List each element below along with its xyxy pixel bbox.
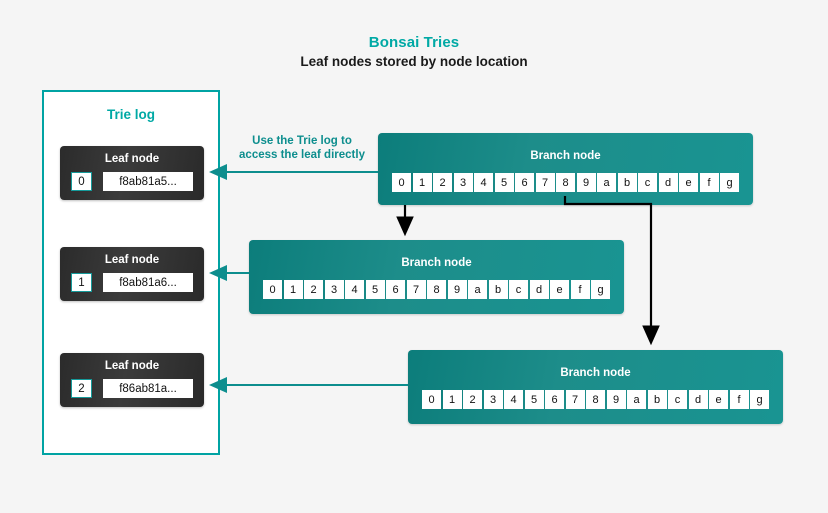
branch-cell[interactable]: 2 <box>433 173 452 192</box>
branch-cell[interactable]: 2 <box>304 280 323 299</box>
branch-cell[interactable]: f <box>699 173 719 192</box>
branch-cell[interactable]: 9 <box>606 390 626 409</box>
branch-cell[interactable]: 7 <box>406 280 426 299</box>
annotation-text: Use the Trie log to access the leaf dire… <box>226 134 378 162</box>
branch-cell[interactable]: 5 <box>524 390 544 409</box>
leaf-node-hash: f8ab81a6... <box>103 273 193 292</box>
leaf-node-index: 2 <box>71 379 92 398</box>
annotation-line-1: Use the Trie log to <box>252 135 352 147</box>
branch-cell[interactable]: a <box>627 390 646 409</box>
branch-node-label: Branch node <box>560 367 631 379</box>
branch-cell[interactable]: g <box>750 390 769 409</box>
branch-cell[interactable]: 4 <box>504 390 523 409</box>
trie-log-title: Trie log <box>106 107 155 122</box>
branch-cell[interactable]: 1 <box>442 390 462 409</box>
branch-cell[interactable]: 1 <box>283 280 303 299</box>
branch-cell[interactable]: 6 <box>515 173 534 192</box>
leaf-node-label: Leaf node <box>104 153 160 165</box>
branch-cell[interactable]: 0 <box>263 280 282 299</box>
branch-cell[interactable]: 7 <box>535 173 555 192</box>
page-subtitle: Leaf nodes stored by node location <box>300 54 528 69</box>
branch-cell[interactable]: c <box>638 173 657 192</box>
leaf-node-label: Leaf node <box>104 254 160 266</box>
leaf-node-label: Leaf node <box>104 360 160 372</box>
leaf-node-1[interactable]: Leaf node 1 f8ab81a6... <box>60 247 204 301</box>
leaf-node-index: 1 <box>71 273 92 292</box>
branch-cell[interactable]: 6 <box>386 280 405 299</box>
branch-cell[interactable]: e <box>679 173 698 192</box>
branch-cell[interactable]: 9 <box>447 280 467 299</box>
leaf-node-hash: f8ab81a5... <box>103 172 193 191</box>
branch-cell[interactable]: d <box>658 173 678 192</box>
branch-cell[interactable]: 0 <box>392 173 411 192</box>
branch-cell[interactable]: c <box>509 280 528 299</box>
branch-cell[interactable]: g <box>591 280 610 299</box>
leaf-node-2[interactable]: Leaf node 2 f86ab81a... <box>60 353 204 407</box>
branch-cell[interactable]: 7 <box>565 390 585 409</box>
branch-cell[interactable]: 5 <box>365 280 385 299</box>
branch-cell[interactable]: 8 <box>556 173 575 192</box>
branch-cell[interactable]: 5 <box>494 173 514 192</box>
branch-cell[interactable]: d <box>529 280 549 299</box>
branch-cell[interactable]: c <box>668 390 687 409</box>
branch-cell[interactable]: 1 <box>412 173 432 192</box>
page-title: Bonsai Tries <box>368 34 460 51</box>
branch-cell[interactable]: d <box>688 390 708 409</box>
branch-cell[interactable]: a <box>468 280 487 299</box>
branch-cell[interactable]: e <box>709 390 728 409</box>
branch-cell[interactable]: f <box>729 390 749 409</box>
branch-cell[interactable]: 6 <box>545 390 564 409</box>
branch-cell[interactable]: b <box>647 390 667 409</box>
branch-cell[interactable]: f <box>570 280 590 299</box>
branch-cell[interactable]: 0 <box>422 390 441 409</box>
branch-cell[interactable]: 4 <box>474 173 493 192</box>
branch-cell[interactable]: b <box>617 173 637 192</box>
branch-cell[interactable]: b <box>488 280 508 299</box>
branch-cell[interactable]: a <box>597 173 616 192</box>
leaf-node-0[interactable]: Leaf node 0 f8ab81a5... <box>60 146 204 200</box>
branch-cell[interactable]: g <box>720 173 739 192</box>
branch-cell[interactable]: 8 <box>427 280 446 299</box>
branch-node-label: Branch node <box>530 150 601 162</box>
branch-node-label: Branch node <box>401 257 472 269</box>
annotation-line-2: access the leaf directly <box>239 149 365 161</box>
leaf-node-hash: f86ab81a... <box>103 379 193 398</box>
branch-cell[interactable]: 8 <box>586 390 605 409</box>
branch-cell[interactable]: e <box>550 280 569 299</box>
branch-cell[interactable]: 2 <box>463 390 482 409</box>
branch-cell[interactable]: 9 <box>576 173 596 192</box>
branch-cell[interactable]: 3 <box>483 390 503 409</box>
branch-cell[interactable]: 4 <box>345 280 364 299</box>
leaf-node-index: 0 <box>71 172 92 191</box>
branch-cell[interactable]: 3 <box>324 280 344 299</box>
branch-cell[interactable]: 3 <box>453 173 473 192</box>
